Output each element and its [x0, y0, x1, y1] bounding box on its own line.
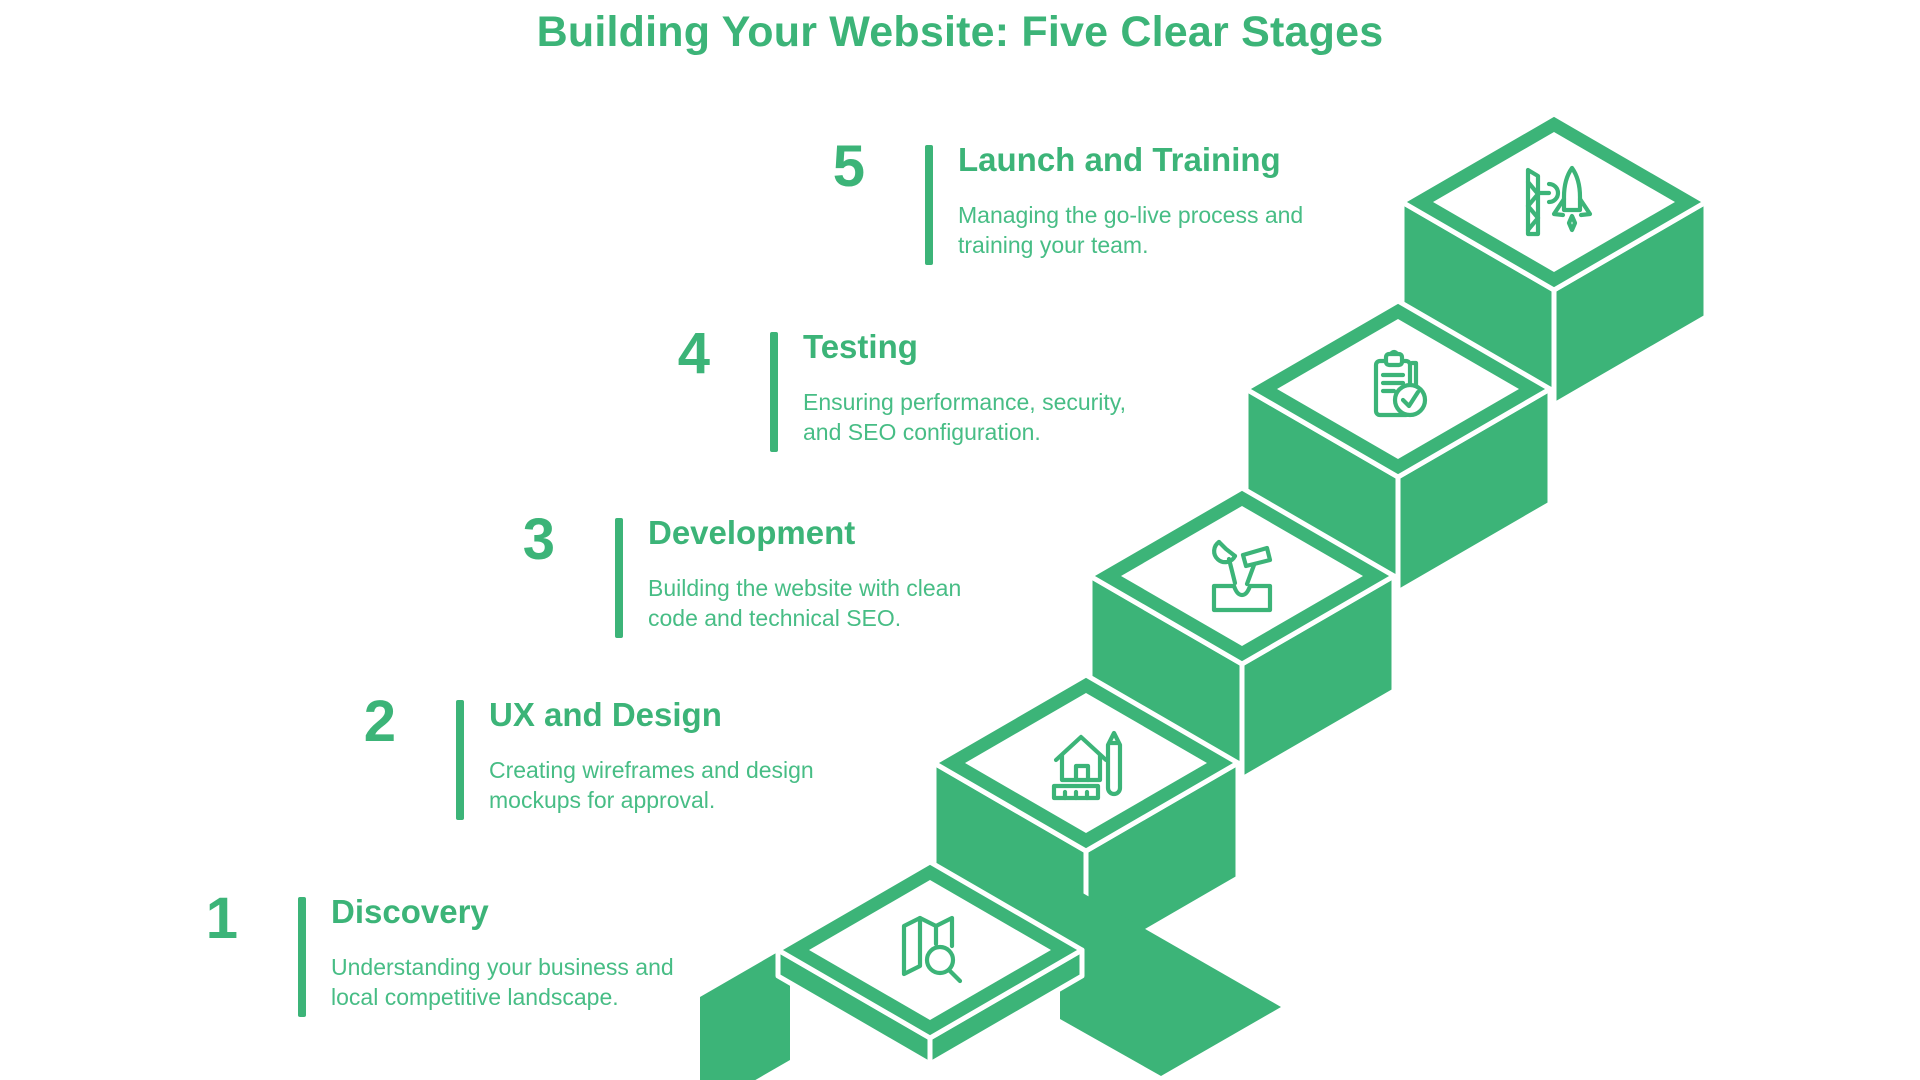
- step-2-block: [931, 672, 1241, 969]
- house-ruler-pencil-icon: [1051, 730, 1123, 801]
- stage-item-ux-and-design: 2 UX and Design Creating wireframes and …: [286, 692, 906, 852]
- toolbox-icon: [1211, 539, 1273, 613]
- stage-number: 2: [363, 689, 396, 754]
- stage-title: Discovery: [331, 893, 489, 930]
- stage-title: Launch and Training: [958, 141, 1281, 178]
- step-5-block: [1399, 111, 1709, 408]
- step-4-block: [1243, 298, 1553, 595]
- step-1-block: [775, 859, 1085, 1067]
- stage-item-launch-and-training: 5 Launch and Training Managing the go-li…: [755, 137, 1375, 297]
- stage-number: 4: [677, 321, 710, 386]
- stage-accent-bar: [615, 518, 623, 638]
- stage-accent-bar: [298, 897, 306, 1017]
- stage-description: Understanding your business and local co…: [331, 954, 674, 1010]
- stage-item-discovery: 1 Discovery Understanding your business …: [128, 889, 748, 1049]
- stage-item-development: 3 Development Building the website with …: [445, 510, 1065, 670]
- signal-tower-rocket-icon: [1525, 165, 1593, 237]
- stage-accent-bar: [456, 700, 464, 820]
- stage-description: Managing the go-live process and trainin…: [958, 202, 1304, 258]
- stage-title: UX and Design: [489, 696, 722, 733]
- stage-title: Testing: [803, 328, 918, 365]
- stage-description: Building the website with clean code and…: [648, 575, 962, 631]
- stage-number: 5: [832, 134, 865, 199]
- stage-accent-bar: [770, 332, 778, 452]
- stage-number: 3: [522, 507, 555, 572]
- stage-description: Ensuring performance, security, and SEO …: [803, 389, 1126, 445]
- stage-title: Development: [648, 514, 856, 551]
- map-search-icon: [901, 915, 963, 984]
- page-title: Building Your Website: Five Clear Stages: [536, 8, 1384, 56]
- stage-description: Creating wireframes and design mockups f…: [489, 757, 814, 813]
- stage-number: 1: [205, 886, 238, 951]
- stage-item-testing: 4 Testing Ensuring performance, security…: [600, 324, 1220, 484]
- base-slab-right-wedge: [1060, 880, 1281, 1076]
- step-3-block: [1087, 485, 1397, 782]
- stage-accent-bar: [925, 145, 933, 265]
- base-slab-left-wedge: [700, 945, 790, 1080]
- clipboard-check-icon: [1373, 349, 1428, 418]
